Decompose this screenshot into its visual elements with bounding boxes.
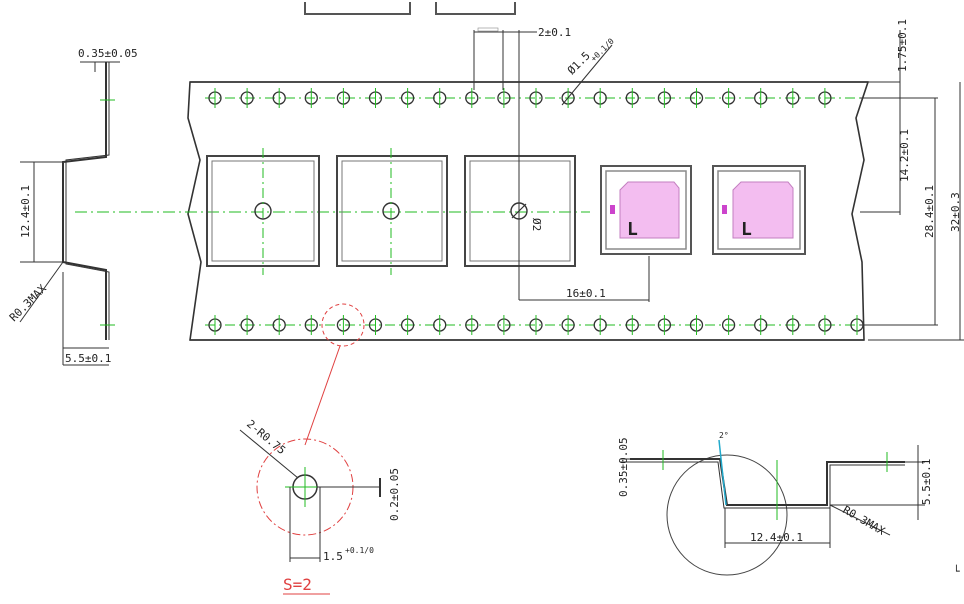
pitch-28-label: 28.4±0.1 <box>923 185 936 238</box>
pitch-14-label: 14.2±0.1 <box>898 129 911 182</box>
left-cross-section <box>19 61 120 366</box>
width-32-label: 32±0.3 <box>949 192 962 232</box>
pocket-1 <box>206 148 320 275</box>
radius-right-label: R0.3MAX <box>841 503 888 538</box>
chip-pocket-2 <box>712 165 806 255</box>
pitch-16-dimension <box>519 256 650 302</box>
pitch-2-label: 2±0.1 <box>538 26 571 39</box>
radius-left-label: R0.3MAX <box>7 282 49 324</box>
chip-mark-1: L <box>627 219 638 240</box>
depth-right-label: 5.5±0.1 <box>920 459 933 505</box>
sprocket-holes-bottom <box>208 315 864 335</box>
depth-left-label: 5.5±0.1 <box>65 352 111 365</box>
thickness-left-label: 0.35±0.05 <box>78 47 138 60</box>
hole-15-label: 1.5 <box>323 550 343 563</box>
chip-pocket-1 <box>600 165 692 255</box>
right-dimension-lines <box>860 30 964 341</box>
top-partial-rect-2 <box>435 2 516 15</box>
top-partial-rect-1 <box>304 2 411 15</box>
pocket-width-left-label: 12.4±0.1 <box>19 185 32 238</box>
pitch-2-dimension <box>473 27 537 90</box>
pocket-2 <box>336 148 448 275</box>
hole-15-tol: +0.1/0 <box>345 546 374 555</box>
detail-callout-leader <box>304 345 341 446</box>
chip-mark-2: L <box>741 219 752 240</box>
detail-view <box>239 429 381 562</box>
right-cross-section <box>620 439 925 576</box>
wall-label: 0.2±0.05 <box>388 468 401 521</box>
detail-scale-label: S=2 <box>283 575 312 594</box>
detail-callout-circle <box>321 303 365 347</box>
pocket-3 <box>464 140 576 270</box>
pocket-width-right-label: 12.4±0.1 <box>750 531 803 544</box>
thickness-right-label: 0.35±0.05 <box>617 437 630 497</box>
angle-label: 2° <box>719 431 729 440</box>
pitch-16-label: 16±0.1 <box>566 287 606 300</box>
edge-mark: └ <box>953 564 960 578</box>
edge-dist-label: 1.75±0.1 <box>896 19 909 72</box>
hole-diameter-leader <box>561 44 613 106</box>
sprocket-holes-top <box>208 88 832 108</box>
hole-diameter-tol: +0.1/0 <box>589 36 616 63</box>
center-hole-label: Ø2 <box>530 218 543 231</box>
